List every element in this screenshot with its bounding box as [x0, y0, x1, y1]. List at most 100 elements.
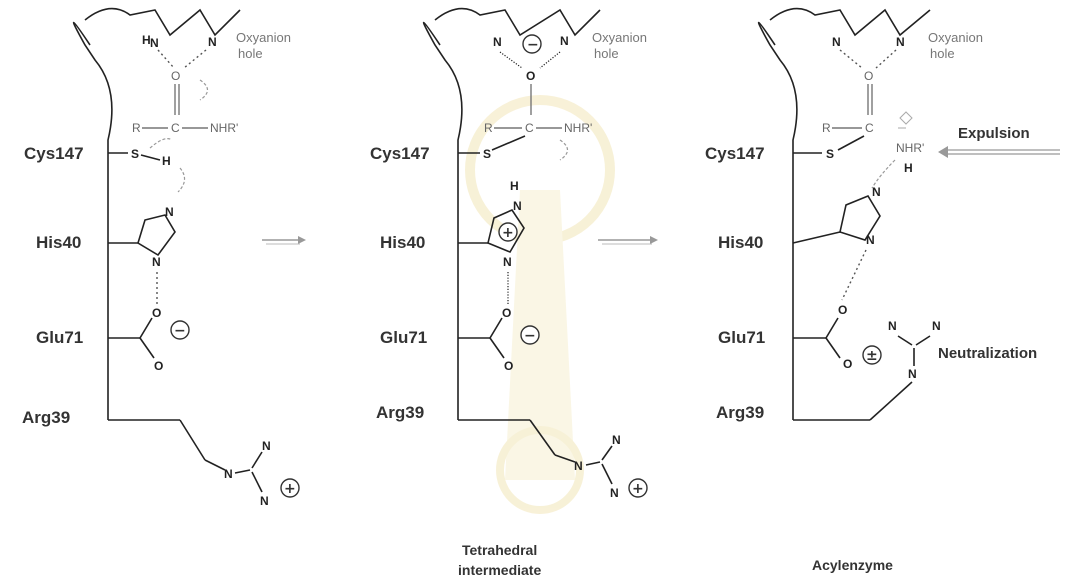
imid-n1: N [165, 205, 174, 219]
nh-1-n: N [150, 36, 159, 50]
hbond [876, 50, 896, 68]
expulsion-arrowhead [938, 146, 948, 158]
neutralization-label: Neutralization [938, 345, 1037, 362]
glu-o1: O [152, 306, 161, 320]
his40-label: His40 [718, 233, 763, 252]
imid-h: H [510, 179, 519, 193]
guan-bond [252, 472, 262, 492]
glu-o2: O [154, 359, 163, 373]
oxyanion-label: Oxyanion [592, 30, 647, 45]
arg-chain [205, 460, 225, 470]
backbone-top [85, 9, 240, 35]
arg-n2: N [612, 433, 621, 447]
bond-break-icon [898, 112, 912, 128]
equilibrium-arrow-2 [598, 236, 658, 244]
r-group: R [132, 121, 141, 135]
hbond [842, 250, 866, 300]
carbon: C [525, 121, 534, 135]
backbone-line [424, 23, 462, 421]
leaving-nhr: NHR' [896, 141, 924, 155]
sh-bond [141, 155, 160, 160]
cys147-label: Cys147 [370, 144, 430, 163]
hbond [540, 52, 560, 68]
backbone-line [759, 23, 797, 421]
guan-bond [916, 336, 930, 345]
cys147-label: Cys147 [705, 144, 765, 163]
nh-2-n: N [560, 34, 569, 48]
backbone-top [435, 9, 600, 35]
charge-symbol: + [284, 481, 296, 497]
imid-n2: N [152, 255, 161, 269]
curved-arrow [560, 140, 568, 160]
arg39-label: Arg39 [22, 408, 70, 427]
arg39-label: Arg39 [376, 403, 424, 422]
r-group: R [484, 121, 493, 135]
guan-bond [898, 336, 912, 345]
his-sidechain [793, 232, 840, 243]
glu71-label: Glu71 [380, 328, 427, 347]
oxyanion-label: Oxyanion [236, 30, 291, 45]
charge-symbol: − [524, 328, 536, 344]
sulfur: S [131, 147, 139, 161]
sulfur: S [483, 147, 491, 161]
hbond [840, 50, 862, 68]
imid-n2: N [503, 255, 512, 269]
oxyanion-o: O [526, 69, 535, 83]
his40-label: His40 [36, 233, 81, 252]
cys147-label: Cys147 [24, 144, 84, 163]
r-group: R [822, 121, 831, 135]
watermark-emblem [470, 100, 610, 510]
nhr-group: NHR' [210, 121, 238, 135]
carboxylate-bond [826, 318, 838, 338]
backbone-top [770, 9, 930, 35]
imid-n1: N [872, 185, 881, 199]
cs-bond [838, 136, 864, 150]
curved-arrow [178, 168, 185, 192]
arg-n1: N [908, 367, 917, 381]
carbonyl-o: O [171, 69, 180, 83]
carbon: C [865, 121, 874, 135]
imidazole-ring [138, 215, 175, 255]
guan-bond [586, 462, 600, 465]
backbone-line [74, 23, 112, 421]
curved-arrow [200, 80, 208, 100]
carbon: C [171, 121, 180, 135]
guan-bond [602, 446, 612, 460]
caption-acylenzyme: Acylenzyme [812, 557, 893, 573]
carboxylate-bond [490, 338, 504, 358]
leaving-h: H [904, 161, 913, 175]
arg39-label: Arg39 [716, 403, 764, 422]
carboxylate-bond [826, 338, 840, 358]
guan-bond [252, 452, 262, 468]
carboxylate-bond [490, 318, 502, 338]
arg-n1: N [574, 459, 583, 473]
cs-bond [492, 136, 525, 150]
arg-n3: N [260, 494, 269, 508]
hbond [158, 50, 174, 68]
panel-1-michaelis-complex: N H N Oxyanion hole O R C NHR' Cys147 S … [22, 9, 299, 508]
guan-bond [235, 470, 250, 473]
carbonyl-o: O [864, 69, 873, 83]
nh-1-h: H [142, 33, 151, 47]
nh-1-n: N [493, 35, 502, 49]
charge-symbol: ± [866, 348, 878, 364]
hole-label: hole [930, 46, 955, 61]
glu-o2: O [843, 357, 852, 371]
carboxylate-bond [140, 318, 152, 338]
curved-arrow [872, 160, 895, 188]
nhr-group: NHR' [564, 121, 592, 135]
nh-1-n: N [832, 35, 841, 49]
hbond [184, 50, 206, 68]
expulsion-label: Expulsion [958, 125, 1030, 142]
hole-label: hole [594, 46, 619, 61]
imid-n2: N [866, 233, 875, 247]
nh-2-n: N [208, 35, 217, 49]
carboxylate-bond [140, 338, 154, 358]
arg-n2: N [262, 439, 271, 453]
glu71-label: Glu71 [718, 328, 765, 347]
oxyanion-label: Oxyanion [928, 30, 983, 45]
glu-o2: O [504, 359, 513, 373]
glu-o1: O [502, 306, 511, 320]
charge-symbol: + [632, 481, 644, 497]
